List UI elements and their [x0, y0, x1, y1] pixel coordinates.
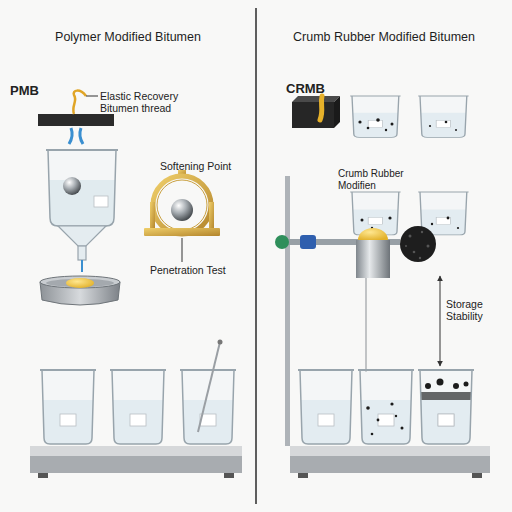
beaker	[48, 150, 116, 226]
beaker	[180, 370, 236, 444]
crumb-particles	[358, 118, 459, 229]
clamp-knob	[275, 235, 289, 249]
platform-foot	[472, 473, 482, 478]
stand-rod	[285, 176, 290, 446]
platform-top	[30, 446, 242, 456]
panel-band: Polymer Modified Bitumen	[0, 0, 256, 512]
softening-ring-inner	[157, 180, 207, 230]
rubber-block-top	[292, 96, 340, 102]
beaker-label	[438, 414, 454, 426]
storage-tube	[356, 240, 390, 278]
rubber-block	[292, 102, 334, 128]
platform-front	[30, 456, 242, 473]
ring-base	[144, 228, 220, 236]
crumb-texture	[405, 231, 430, 259]
tin-rim	[40, 276, 120, 288]
ring-support	[209, 202, 214, 230]
beaker	[358, 370, 414, 444]
bitumen-strip	[320, 96, 322, 120]
hanging-thread	[366, 278, 367, 372]
clamp-ring	[300, 235, 316, 249]
water-drop	[80, 128, 83, 144]
steel-ball	[63, 177, 81, 195]
crumb-particles	[366, 379, 468, 436]
water-stream	[81, 260, 83, 272]
beaker-lip	[46, 149, 118, 151]
needle-head	[218, 340, 223, 345]
beaker	[110, 370, 166, 444]
beaker	[418, 370, 474, 444]
funnel	[58, 226, 106, 246]
funnel-spout	[78, 246, 86, 260]
tin-inside	[46, 279, 114, 287]
beaker-label	[94, 196, 108, 207]
bitumen-sample	[358, 228, 388, 240]
callout-label: Penetration Test	[150, 264, 240, 276]
softening-ring	[153, 176, 211, 234]
callout-label: Crumb Rubber Modifien	[338, 168, 410, 191]
platform-foot	[38, 473, 48, 478]
penetration-needle	[198, 342, 220, 432]
steel-ball	[171, 199, 193, 221]
panel-title: Crumb Rubber Modified Bitumen	[256, 30, 512, 44]
panel-band: Crumb Rubber Modified Bitumen	[256, 0, 512, 512]
leader-arrow	[440, 276, 441, 366]
bitumen-plate	[38, 114, 114, 126]
panel-tag: CRMB	[286, 82, 346, 97]
rubber-block-side	[334, 96, 340, 128]
platform-top	[290, 446, 490, 456]
beaker	[40, 370, 96, 444]
callout-label: Softening Point	[160, 160, 250, 172]
bitumen-thread	[73, 91, 86, 114]
panel-title: Polymer Modified Bitumen	[0, 30, 256, 44]
beaker	[298, 370, 354, 444]
panel-tag: PMB	[10, 84, 70, 99]
panel-divider	[255, 8, 257, 504]
crumb-rubber-ball	[400, 226, 436, 262]
leader-line	[86, 96, 98, 97]
platform-foot	[224, 473, 234, 478]
bitumen-sample	[66, 278, 94, 288]
leader-line	[182, 238, 183, 262]
platform-foot	[298, 473, 308, 478]
callout-label: Elastic Recovery Bitumen thread	[100, 90, 192, 114]
beaker	[418, 96, 468, 137]
callout-label: Storage Stability	[446, 298, 504, 322]
ring-support	[150, 202, 155, 230]
water-drop	[69, 128, 72, 144]
platform-front	[290, 456, 490, 473]
beaker	[350, 96, 400, 137]
